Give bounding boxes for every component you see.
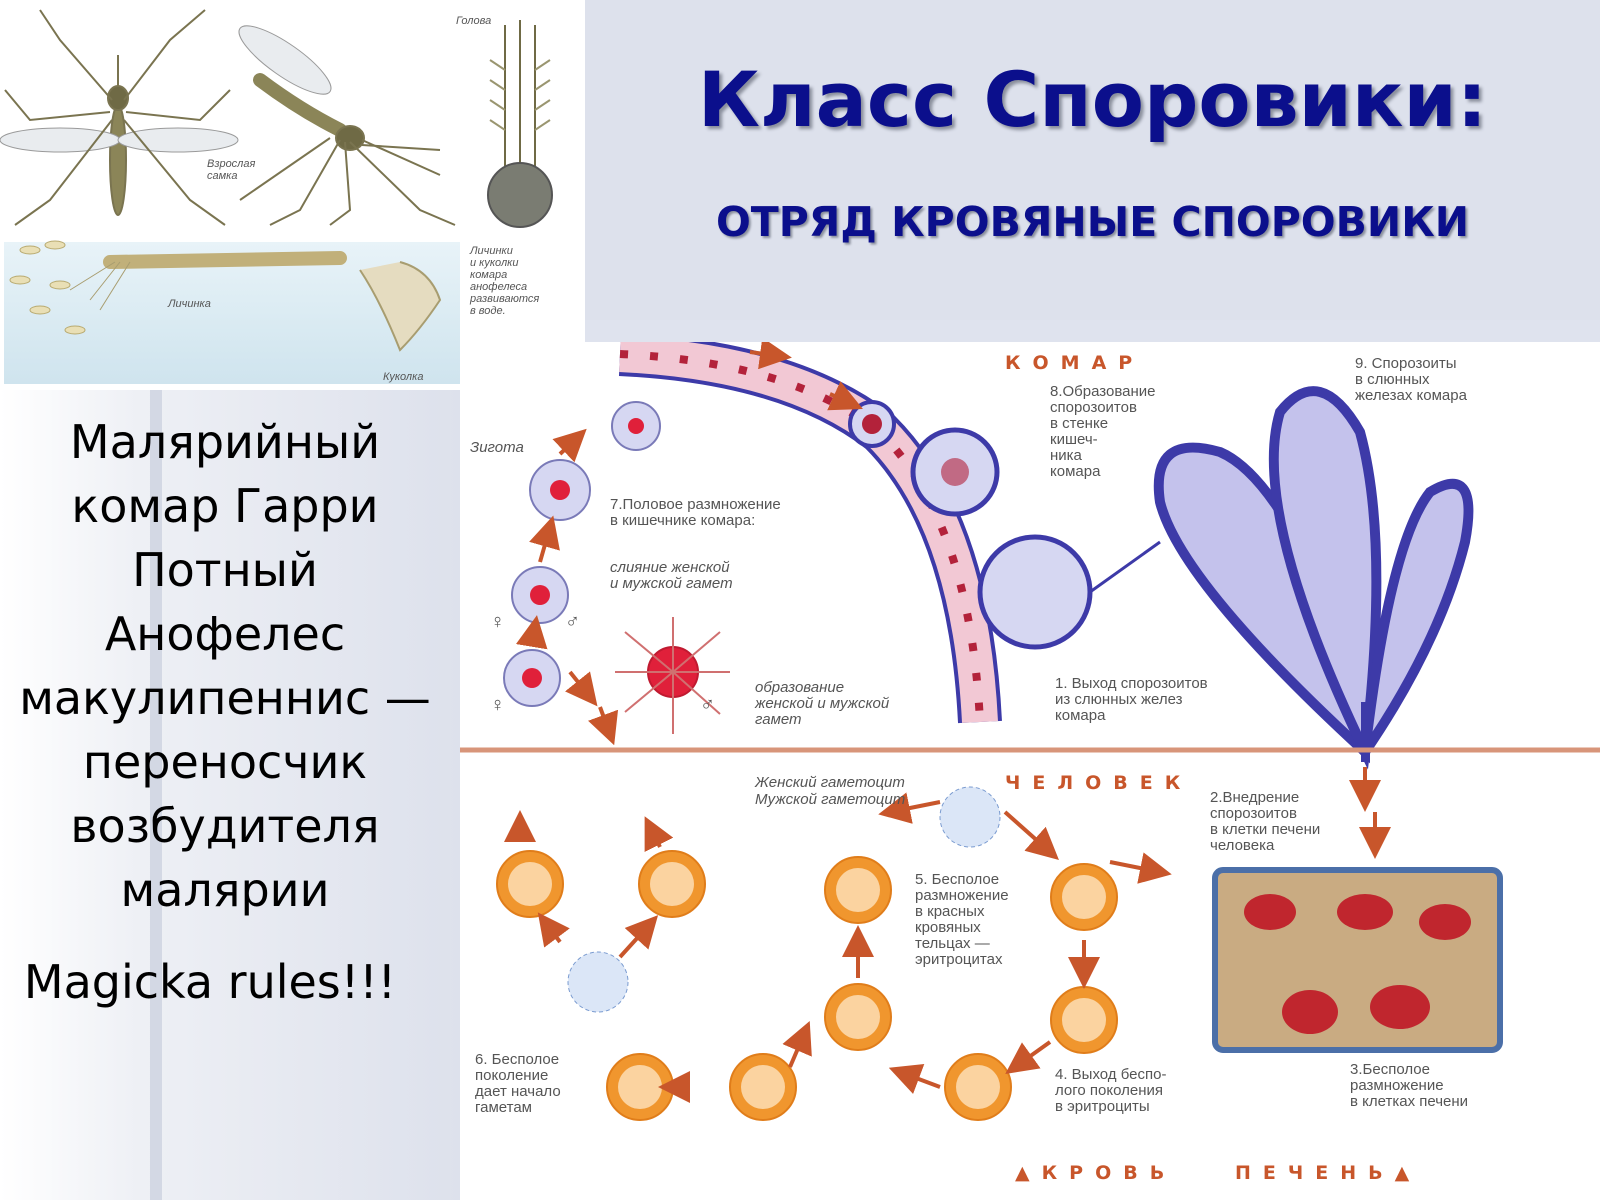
salivary-glands [1153, 386, 1474, 770]
larva-label: Личинка [168, 298, 211, 310]
step2-label: 2.Внедрение спорозоитов в клетки печени … [1210, 789, 1321, 854]
gamete-cells [503, 401, 730, 734]
merozoite-clusters [567, 786, 1001, 1013]
zone-blood-label: ▲КРОВЬ [1015, 1162, 1177, 1184]
step6-label: 6. Бесполое поколение дает начало гамета… [475, 1051, 561, 1116]
malaria-life-cycle-diagram: КОМАР ЧЕЛОВЕК ▲КРОВЬ ПЕЧЕНЬ▲ Зигота 7.По… [460, 342, 1600, 1200]
mosquito-head-illustration [487, 20, 553, 228]
zone-liver-label: ПЕЧЕНЬ▲ [1235, 1162, 1422, 1184]
footer-text: Magicka rules!!! [23, 955, 397, 1009]
zone-mosquito-label: КОМАР [1005, 352, 1145, 374]
erythrocyte-cores [508, 862, 1106, 1109]
title-background [585, 0, 1600, 320]
step4-label: 4. Выход беспо- лого поколения в эритроц… [1055, 1066, 1167, 1115]
pupa-label: Куколка [383, 371, 424, 383]
head-label: Голова [456, 15, 492, 27]
adult-female-label: Взрослая самка [207, 158, 256, 182]
adult-mosquito-side-view [238, 25, 456, 226]
zygote-label: Зигота [470, 439, 524, 456]
left-background-band [150, 390, 162, 1200]
step5-label: 5. Бесполое размножение в красных кровян… [915, 871, 1009, 968]
larvae-note-label: Личинки и куколки комара анофелеса разви… [470, 245, 540, 317]
male-symbol-2: ♂ [700, 694, 715, 716]
slide-title: Класс Споровики: [697, 55, 1488, 144]
gametes-label: образование женской и мужской гамет [755, 679, 890, 728]
step8-label: 8.Образование спорозоитов в стенке кишеч… [1050, 383, 1156, 480]
mosquito-photo-panel: Голова Взрослая самка Личинки и куколки … [0, 0, 585, 390]
eggs-illustration [9, 240, 86, 335]
left-background [0, 390, 460, 1200]
description-text: Малярийный комар Гарри Потный Анофелес м… [19, 415, 431, 917]
cycle-arrows [504, 342, 1391, 1103]
step7-label: 7.Половое размножение в кишечнике комара… [610, 496, 781, 529]
slide-subtitle: ОТРЯД КРОВЯНЫЕ СПОРОВИКИ [715, 198, 1470, 246]
liver-tissue [1212, 867, 1503, 1053]
female-symbol: ♀ [490, 611, 505, 633]
step3-label: 3.Бесполое размножение в клетках печени [1350, 1061, 1469, 1110]
step1-label: 1. Выход спорозоитов из слюнных желез ко… [1055, 675, 1208, 724]
adult-mosquito-top-view [0, 9, 239, 226]
larva-illustration [69, 251, 442, 352]
male-gametocyte-label: Мужской гаметоцит [755, 791, 906, 808]
life-cycle-graphics [460, 342, 1600, 1121]
fusion-label: слияние женской и мужской гамет [610, 559, 733, 592]
zone-human-label: ЧЕЛОВЕК [1005, 772, 1193, 794]
step9-label: 9. Спорозоиты в слюнных железах комара [1355, 355, 1467, 404]
female-gametocyte-label: Женский гаметоцит [755, 774, 905, 791]
female-symbol-2: ♀ [490, 694, 505, 716]
oocysts [848, 400, 1161, 650]
male-symbol: ♂ [565, 611, 580, 633]
mosquito-illustrations [0, 9, 553, 352]
